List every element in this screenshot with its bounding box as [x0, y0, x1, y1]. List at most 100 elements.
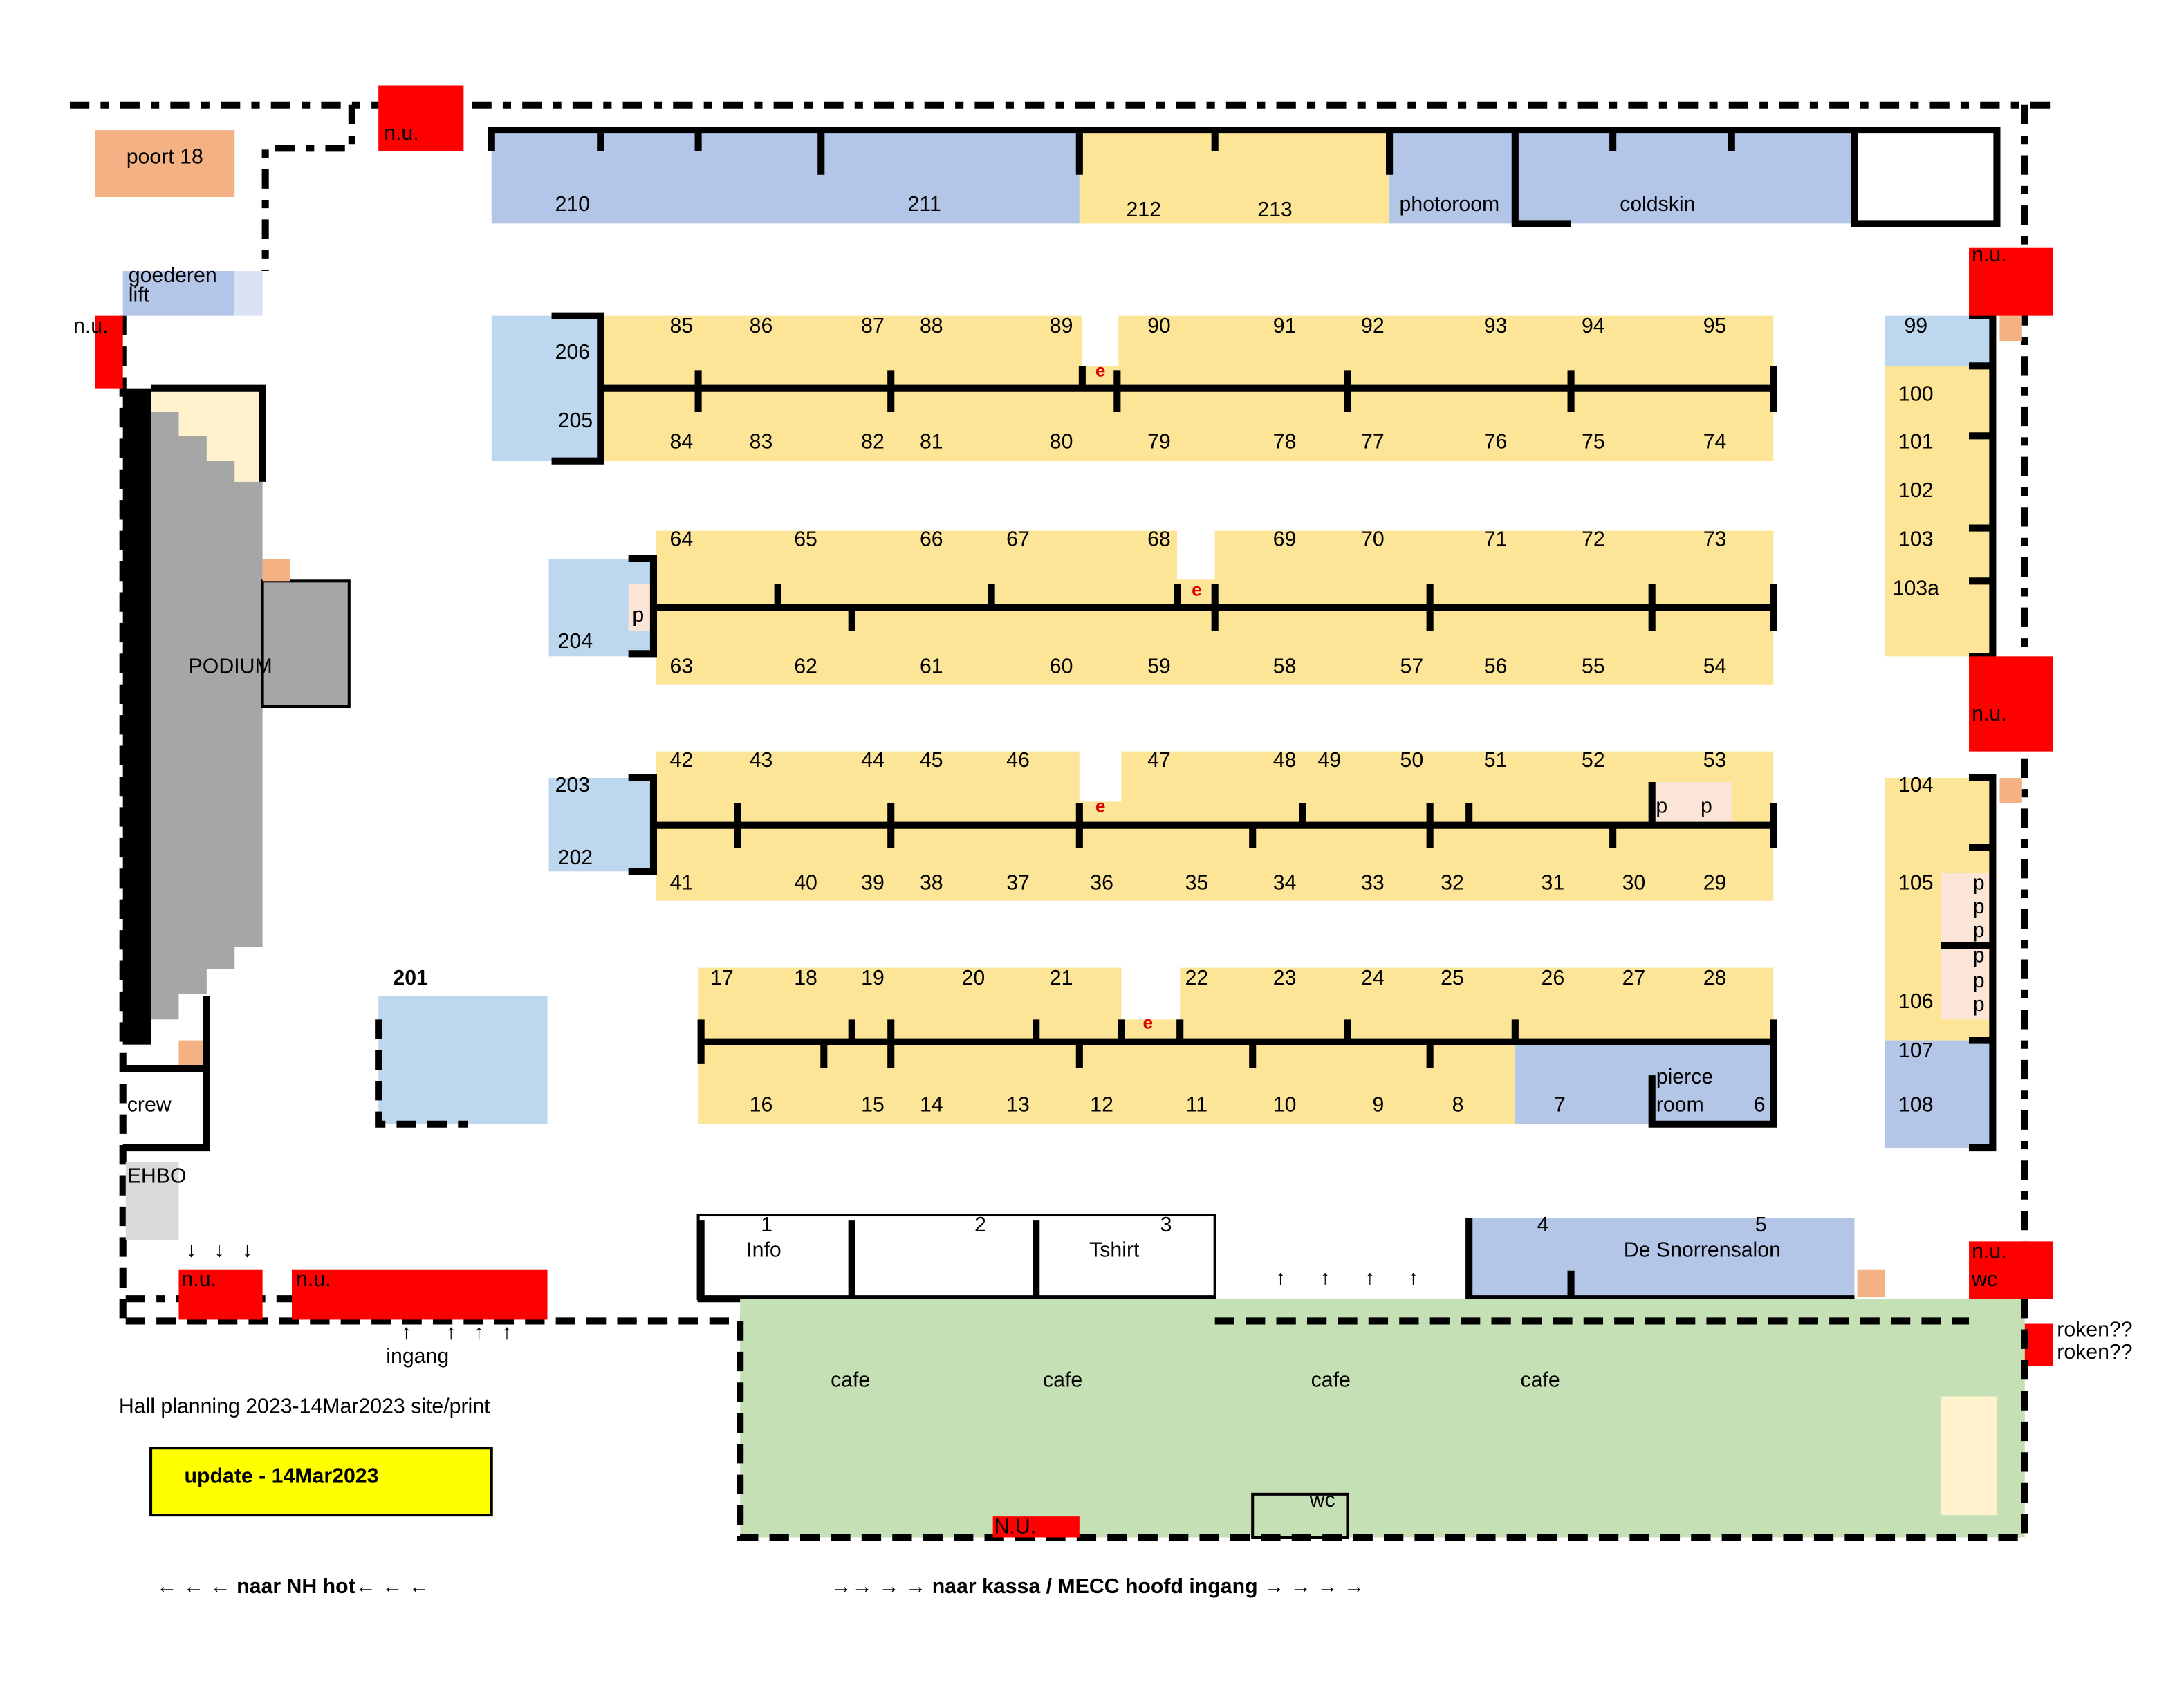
orange-marker-crew: [178, 1040, 207, 1068]
arrow-up-icon: ↑: [446, 1321, 456, 1344]
arrow-up-icon: ↑: [1275, 1267, 1286, 1290]
booth-number: 80: [1050, 430, 1073, 453]
booth-number: 11: [1186, 1094, 1207, 1117]
booth-number: 60: [1050, 655, 1073, 678]
booth-number: 8: [1452, 1094, 1464, 1117]
ingang-label: ingang: [386, 1345, 449, 1368]
goods-lift-area: [122, 271, 235, 316]
booth-number: 48: [1273, 749, 1297, 772]
podium-label: PODIUM: [189, 655, 272, 678]
nu-label: n.u.: [1972, 1240, 2006, 1263]
nu-area-bottom-1: [178, 1269, 263, 1320]
booth-number: 108: [1898, 1094, 1934, 1117]
booth-number: 40: [794, 871, 817, 894]
booth-number: 25: [1441, 967, 1464, 989]
booth-number: 81: [920, 430, 943, 453]
crew-label: crew: [127, 1094, 172, 1117]
booth-number: 45: [920, 749, 943, 772]
booth-number: 76: [1484, 430, 1508, 453]
booth-number: 106: [1898, 990, 1934, 1013]
booth-number: 47: [1147, 749, 1171, 772]
booth-number: 107: [1898, 1039, 1934, 1062]
arrow-down-icon: ↓: [214, 1239, 224, 1262]
nu-wc-area: [1969, 1241, 2053, 1299]
booth-number: 14: [920, 1094, 943, 1117]
row-b-spine: [628, 555, 1777, 658]
booth-number: 82: [861, 430, 885, 453]
booth-number: 92: [1361, 315, 1385, 337]
booth-number: 42: [670, 749, 694, 772]
booth-number: 213: [1257, 198, 1293, 221]
cafe-label: cafe: [1311, 1368, 1351, 1391]
p-marker: p: [632, 604, 644, 626]
stand-201: [378, 995, 548, 1124]
booth-number: 15: [861, 1094, 885, 1117]
booth-number: 99: [1904, 315, 1927, 337]
update-box: [149, 1447, 493, 1517]
booth-number: 67: [1006, 528, 1030, 551]
booth-number: 204: [558, 630, 593, 653]
booth-number: 58: [1273, 655, 1297, 678]
goederen-label: goederen: [129, 264, 217, 287]
booth-number: 30: [1622, 871, 1646, 894]
row-a-gap: [1082, 313, 1119, 366]
booth-number: 37: [1006, 871, 1030, 894]
pierce-room-area: [1515, 1041, 1774, 1124]
booth-number: 29: [1703, 871, 1727, 894]
booth-number: 83: [750, 430, 773, 453]
nu-label: N.U.: [994, 1515, 1037, 1538]
booth-number: 6: [1754, 1094, 1766, 1117]
orange-marker-podium: [262, 558, 290, 582]
nu-area-bottom-2: [292, 1269, 548, 1320]
wc-label: wc: [1309, 1489, 1335, 1512]
booth-number: 9: [1373, 1094, 1385, 1117]
right-col-wall-bottom: [1941, 774, 1997, 1152]
booth-number: 53: [1703, 749, 1727, 772]
booth-number: 211: [908, 193, 941, 216]
nu-label: n.u.: [1972, 703, 2006, 725]
booth-number: 86: [750, 315, 773, 337]
p-marker: p: [1973, 895, 1985, 918]
nu-label: n.u.: [181, 1268, 216, 1291]
booth-number: 100: [1898, 383, 1934, 406]
booth-number: 78: [1273, 430, 1297, 453]
nu-label: n.u.: [1972, 243, 2006, 266]
booth-number: 26: [1541, 967, 1564, 989]
nu-area-right-2: [1969, 656, 2053, 752]
booth-number: 56: [1484, 655, 1508, 678]
arrow-up-icon: ↑: [1408, 1267, 1418, 1290]
p-marker: p: [1973, 919, 1985, 942]
electricity-marker: e: [1095, 795, 1106, 816]
booth-number: 65: [794, 528, 817, 551]
booth-number: 69: [1273, 528, 1297, 551]
row-c-gap: [1079, 748, 1122, 802]
booth-number: 64: [670, 528, 694, 551]
cafe-area: [740, 1299, 2025, 1538]
booth-number: 73: [1703, 528, 1727, 551]
cafe-boundary: [737, 1299, 2028, 1541]
booth-number: 62: [794, 655, 817, 678]
front-booths: [696, 1213, 1216, 1301]
booth-number: 94: [1582, 315, 1605, 337]
booth-number: 50: [1400, 749, 1424, 772]
booth-number: 20: [962, 967, 985, 989]
booth-number: 36: [1090, 871, 1113, 894]
p-spot-204: [628, 584, 654, 631]
p-marker: p: [1656, 794, 1667, 817]
snorrensalon-area: [1469, 1218, 1855, 1299]
booth-number: 66: [920, 528, 943, 551]
nu-label: n.u.: [73, 315, 108, 337]
cafe-label: cafe: [1521, 1368, 1560, 1391]
booth-number: 79: [1147, 430, 1171, 453]
update-label: update - 14Mar2023: [185, 1465, 379, 1488]
nav-to-nh-hotel: ← ← ← naar NH hot← ← ←: [156, 1575, 429, 1598]
booth-number: 105: [1898, 871, 1934, 894]
nu-area-left: [95, 315, 123, 389]
electricity-marker: e: [1095, 360, 1106, 380]
booth-number: 101: [1898, 430, 1934, 453]
booth-number: 1: [761, 1214, 772, 1236]
nu-area-top: [378, 85, 464, 151]
booth-number: 212: [1126, 198, 1161, 221]
booth-number: 104: [1898, 774, 1934, 797]
stands-107-108: [1885, 1040, 1993, 1149]
